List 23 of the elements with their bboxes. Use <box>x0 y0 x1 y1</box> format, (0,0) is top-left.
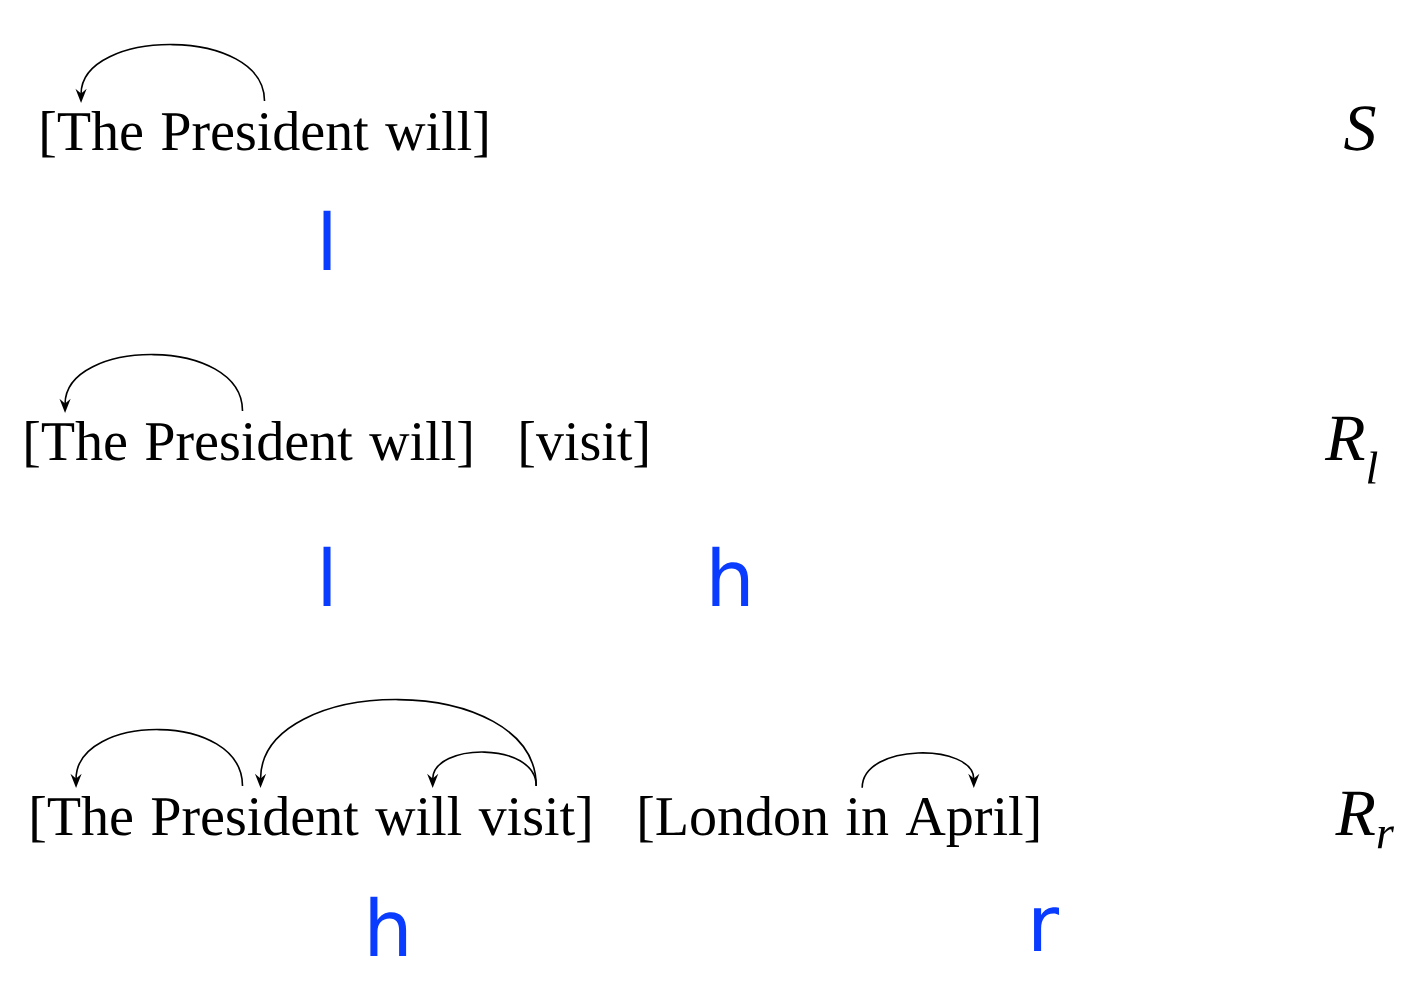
word: will] <box>369 421 471 468</box>
word: will] <box>385 111 487 158</box>
word: in <box>846 797 889 835</box>
word: April] <box>905 796 1039 847</box>
word: will <box>375 796 462 836</box>
word: [The <box>42 111 142 158</box>
word: [The <box>32 796 132 843</box>
arc-arrow <box>861 752 980 789</box>
word: visit] <box>478 796 590 843</box>
word: President <box>145 421 353 461</box>
branch-letter: l <box>323 210 331 270</box>
branch-letter: h <box>712 546 749 606</box>
math-symbol: R$_{r}$ <box>1335 791 1395 849</box>
branch-letter: r <box>1034 907 1060 951</box>
branch-letter: h <box>370 896 407 956</box>
math-symbol: R$_{l}$ <box>1324 416 1378 484</box>
word: [The <box>26 421 126 468</box>
word: [London <box>640 796 829 843</box>
math-symbol: S <box>1344 106 1376 151</box>
word: President <box>151 796 359 836</box>
word: [visit] <box>521 421 647 468</box>
branch-letter: l <box>323 546 331 606</box>
word: President <box>161 111 369 151</box>
